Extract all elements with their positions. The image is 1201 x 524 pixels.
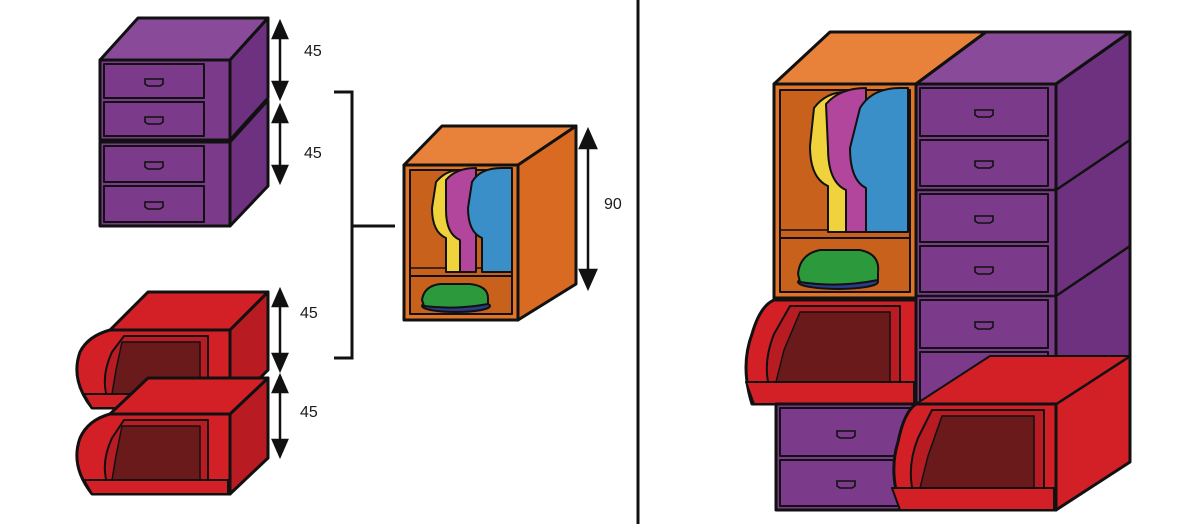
dimension-arrow-icon <box>578 126 598 292</box>
dimension-label-bin-top: 45 <box>300 305 318 322</box>
dimension-label-wardrobe: 90 <box>604 196 622 213</box>
assembled-garments <box>809 87 909 233</box>
assembled-drawer-bottom <box>774 402 918 512</box>
garments-center <box>431 167 513 273</box>
dimension-label-drawer-top: 45 <box>304 43 322 60</box>
bracket-icon <box>334 90 395 360</box>
assembled-drawer-column <box>914 30 1132 406</box>
assembled-bin-right <box>891 354 1132 512</box>
drawer-unit-top <box>98 16 270 142</box>
dimension-label-bin-bottom: 45 <box>300 404 318 421</box>
dimension-arrow-icon <box>271 18 289 186</box>
assembled-folded-clothes <box>796 249 880 290</box>
drawer-unit-bottom <box>98 98 270 228</box>
dimension-arrow-icon <box>271 286 289 460</box>
assembled-bin-left <box>744 298 918 406</box>
bin-unit-bottom <box>75 376 270 496</box>
dimension-label-drawer-bottom: 45 <box>304 145 322 162</box>
folded-clothes-center <box>420 283 491 313</box>
